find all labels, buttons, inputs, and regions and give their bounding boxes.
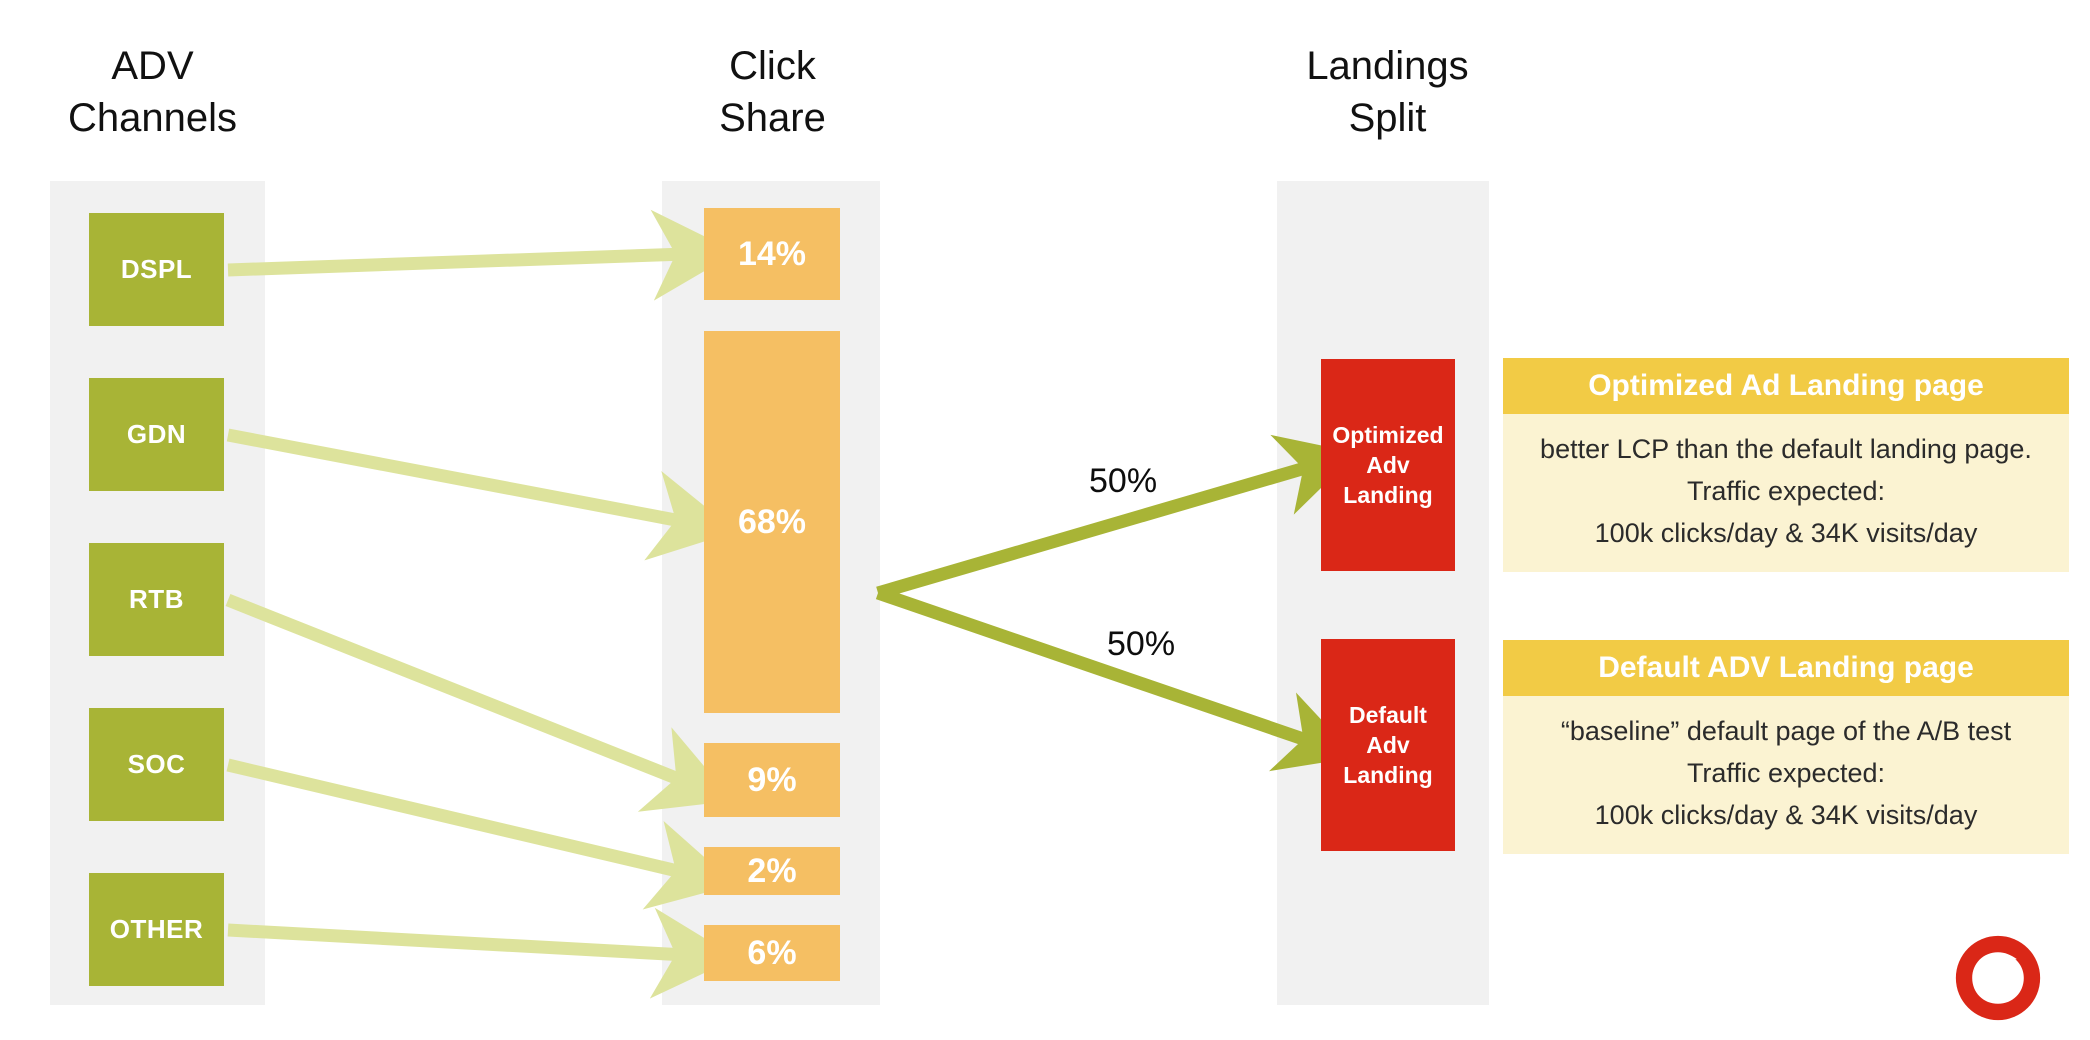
info-card-title: Optimized Ad Landing page xyxy=(1503,358,2069,414)
flow-arrow-soc xyxy=(226,758,736,910)
share-bar-14[interactable]: 14% xyxy=(704,208,840,300)
channel-label: OTHER xyxy=(109,914,204,944)
flow-arrow-dspl xyxy=(227,209,737,301)
column-header-adv-channels: ADV Channels xyxy=(67,44,237,140)
landing-box-optimized[interactable]: Optimized Adv Landing xyxy=(1321,359,1455,571)
flow-arrow-rtb xyxy=(225,593,734,812)
channel-label: GDN xyxy=(126,419,187,449)
share-label: 2% xyxy=(747,851,797,890)
share-bar-6[interactable]: 6% xyxy=(704,925,840,981)
channel-box-gdn[interactable]: GDN xyxy=(89,378,224,491)
info-card-default: Default ADV Landing page “baseline” defa… xyxy=(1503,640,2069,854)
share-bar-9[interactable]: 9% xyxy=(704,743,840,817)
info-card-body: “baseline” default page of the A/B test … xyxy=(1560,716,2012,830)
info-card-body: better LCP than the default landing page… xyxy=(1540,434,2032,548)
channel-label: SOC xyxy=(127,749,186,779)
share-label: 14% xyxy=(737,234,807,273)
column-panel-landings-split xyxy=(1277,181,1489,1005)
split-arrow-default xyxy=(875,586,1357,772)
landing-box-default[interactable]: Default Adv Landing xyxy=(1321,639,1455,851)
landing-label: Optimized Adv Landing xyxy=(1332,422,1444,508)
landing-label: Default Adv Landing xyxy=(1343,702,1433,788)
flow-arrow-other xyxy=(227,907,737,999)
column-header-landings-split: Landings Split xyxy=(1306,44,1469,140)
share-label: 9% xyxy=(747,760,797,799)
share-label: 68% xyxy=(737,502,807,541)
channel-box-soc[interactable]: SOC xyxy=(89,708,224,821)
split-label-optimized: 50% xyxy=(1089,462,1158,500)
share-bar-68[interactable]: 68% xyxy=(704,331,840,713)
split-label-default: 50% xyxy=(1107,625,1176,663)
info-card-optimized: Optimized Ad Landing page better LCP tha… xyxy=(1503,358,2069,572)
column-header-click-share: Click Share xyxy=(719,44,826,140)
flow-arrow-gdn xyxy=(226,428,736,561)
share-label: 6% xyxy=(747,933,797,972)
info-card-title: Default ADV Landing page xyxy=(1503,640,2069,696)
channel-box-rtb[interactable]: RTB xyxy=(89,543,224,656)
vodafone-logo xyxy=(1955,935,2041,1021)
share-bar-2[interactable]: 2% xyxy=(704,847,840,895)
channel-box-other[interactable]: OTHER xyxy=(89,873,224,986)
channel-label: RTB xyxy=(129,584,184,614)
channel-label: DSPL xyxy=(120,254,193,284)
channel-box-dspl[interactable]: DSPL xyxy=(89,213,224,326)
